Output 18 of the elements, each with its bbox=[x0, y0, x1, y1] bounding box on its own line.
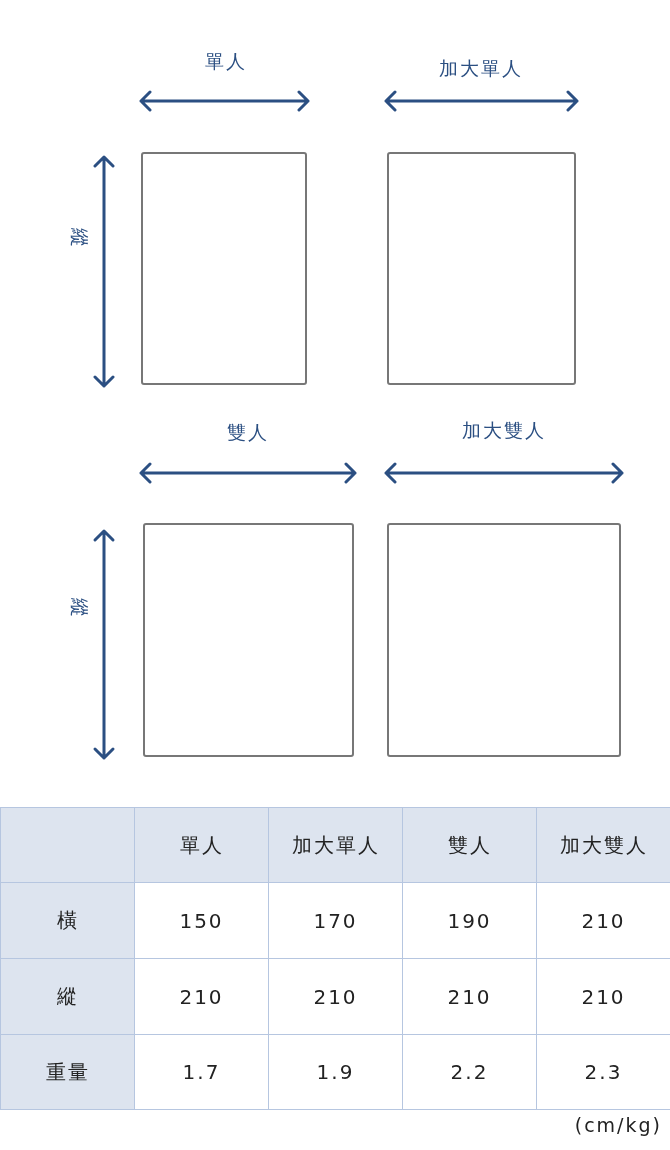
header-cell: 重量 bbox=[0, 1034, 135, 1110]
dimension-label: 縱 bbox=[68, 597, 92, 619]
size-label: 單人 bbox=[205, 49, 247, 74]
header-cell: 縱 bbox=[0, 958, 135, 1035]
dimension-label: 縱 bbox=[68, 227, 92, 249]
header-cell: 橫 bbox=[0, 882, 135, 959]
header-cell: 單人 bbox=[134, 807, 269, 883]
size-label: 加大雙人 bbox=[462, 418, 546, 443]
bed-outline bbox=[387, 152, 576, 385]
size-label: 雙人 bbox=[227, 420, 269, 445]
bed-outline bbox=[387, 523, 621, 757]
bed-outline bbox=[143, 523, 354, 757]
bed-outline bbox=[141, 152, 307, 385]
unit-note: (cm/kg) bbox=[574, 1114, 662, 1136]
header-cell: 加大雙人 bbox=[536, 807, 670, 883]
header-cell: 加大單人 bbox=[268, 807, 403, 883]
size-label: 加大單人 bbox=[439, 56, 523, 81]
header-cell: 雙人 bbox=[402, 807, 537, 883]
